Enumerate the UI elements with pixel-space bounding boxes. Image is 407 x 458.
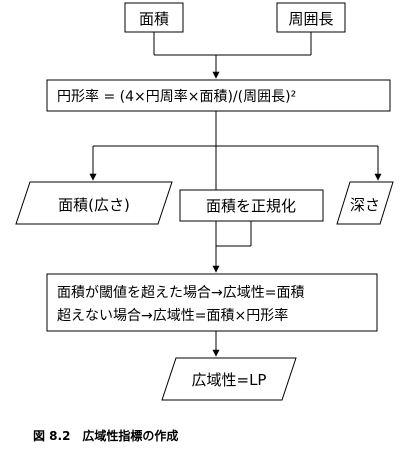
node-area-extent: 面積(広さ) — [15, 181, 173, 225]
node-depth-label: 深さ — [350, 196, 380, 214]
node-rule-line2: 超えない場合→広域性=面積×円形率 — [57, 307, 288, 324]
node-output: 広域性=LP — [161, 357, 297, 401]
connectors — [89, 32, 382, 357]
node-circularity: 円形率 = (4×円周率×面積)/(周囲長)² — [46, 79, 391, 112]
node-normalize-label: 面積を正規化 — [206, 197, 296, 215]
node-area: 面積 — [124, 2, 184, 33]
node-area-label: 面積 — [139, 10, 169, 28]
node-output-label: 広域性=LP — [192, 371, 267, 389]
node-area-extent-label: 面積(広さ) — [58, 196, 130, 214]
node-circularity-label: 円形率 = (4×円周率×面積)/(周囲長)² — [57, 88, 296, 105]
node-perimeter-label: 周囲長 — [288, 10, 333, 28]
node-rule: 面積が閾値を超えた場合→広域性=面積 超えない場合→広域性=面積×円形率 — [46, 273, 378, 332]
node-normalize: 面積を正規化 — [179, 189, 324, 222]
figure-caption: 図 8.2 広域性指標の作成 — [33, 428, 178, 443]
node-perimeter: 周囲長 — [276, 2, 346, 33]
node-depth: 深さ — [336, 181, 394, 225]
node-rule-line1: 面積が閾値を超えた場合→広域性=面積 — [57, 285, 304, 301]
